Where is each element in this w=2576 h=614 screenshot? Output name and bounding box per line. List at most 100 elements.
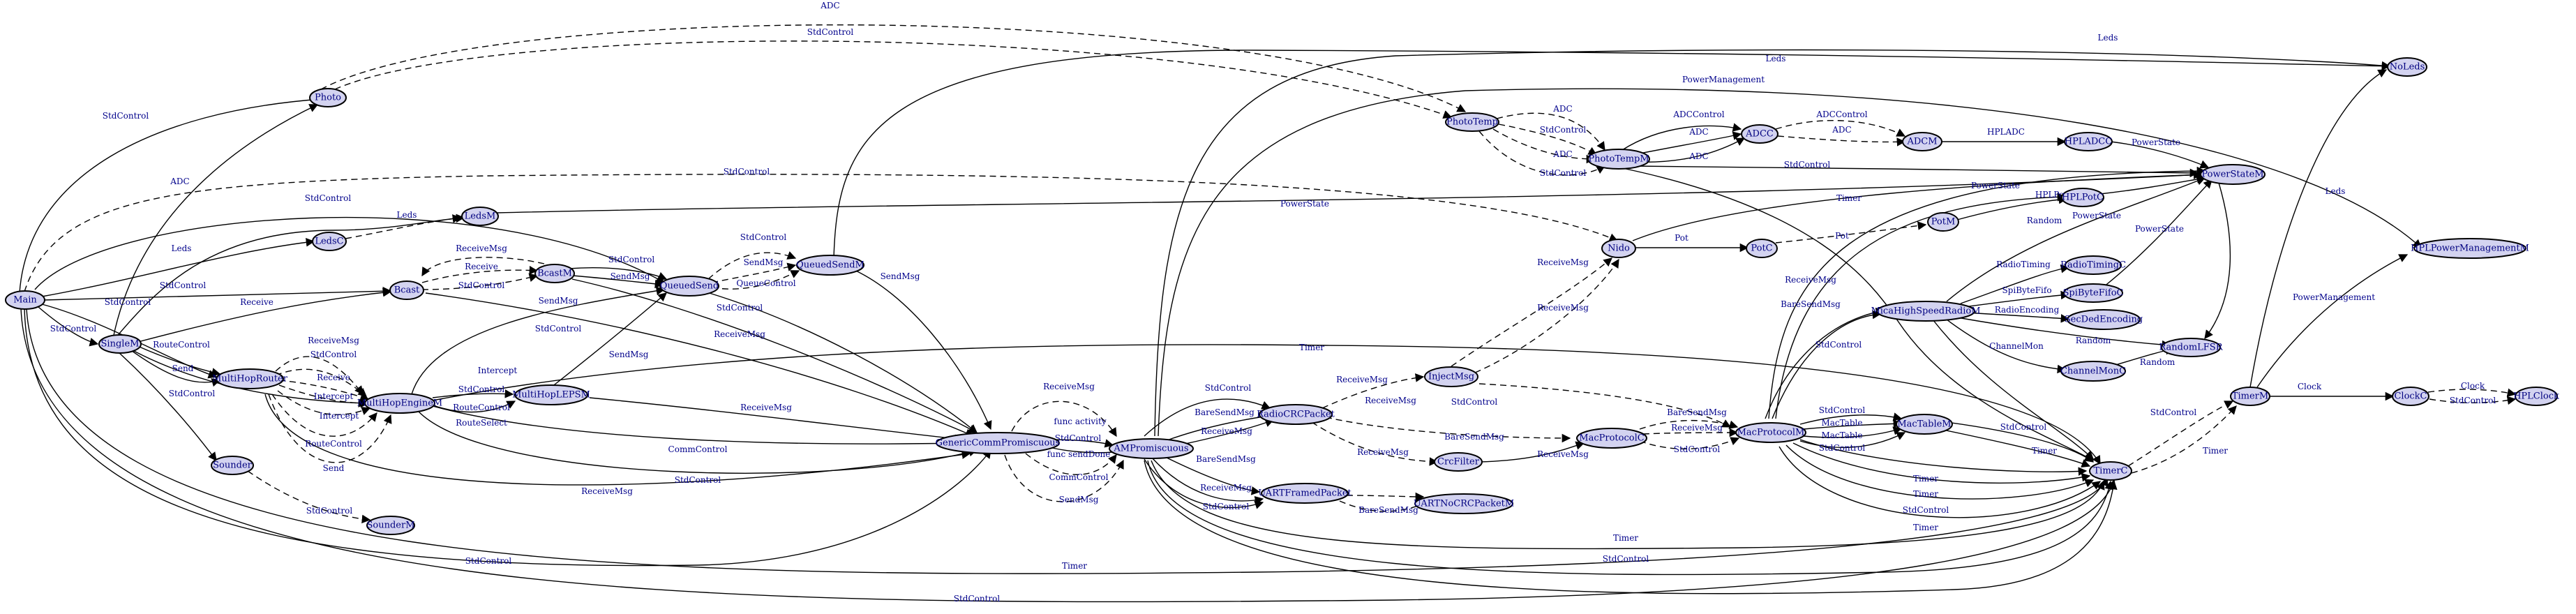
edge-label: Clock xyxy=(2298,382,2322,391)
edge-label: StdControl xyxy=(1203,502,1250,511)
edge-qs-qsm-2 xyxy=(711,262,797,283)
node-hplpotc[interactable]: HPLPotC xyxy=(2061,188,2104,207)
node-crcfilter[interactable]: CrcFilter xyxy=(1434,452,1483,472)
edge-label: SendMsg xyxy=(609,350,649,359)
node-phototemp[interactable]: PhotoTemp xyxy=(1445,112,1499,132)
node-label: ADCM xyxy=(1906,137,1937,147)
edge-mpm-timerc-3 xyxy=(1785,444,2095,500)
node-multihoprouter[interactable]: MultiHopRouter xyxy=(212,368,288,389)
node-bcastm[interactable]: BcastM xyxy=(534,264,575,283)
node-injectmsg[interactable]: InjectMsg xyxy=(1424,366,1478,387)
edge-singlem-photo xyxy=(112,104,319,339)
node-radiotimingc[interactable]: RadioTimingC xyxy=(2060,255,2126,275)
edge-am-powerstate xyxy=(1158,88,2422,437)
edge-label: StdControl xyxy=(1451,397,1498,407)
node-randomlfsr[interactable]: RandomLFSR xyxy=(2159,338,2224,357)
node-nido[interactable]: Nido xyxy=(1601,239,1636,258)
edge-label: BareSendMsg xyxy=(1196,454,1256,464)
node-ledsc[interactable]: LedsC xyxy=(312,232,347,251)
edge-label: StdControl xyxy=(458,384,505,394)
edge-mpm-micahigh-2 xyxy=(1772,310,1882,419)
edge-am-uart-3 xyxy=(1144,458,1264,509)
node-label: SpiByteFifoC xyxy=(2063,288,2124,299)
node-macprotocolc[interactable]: MacProtocolC xyxy=(1576,428,1647,449)
node-phototempm[interactable]: PhotoTempM xyxy=(1587,149,1650,170)
edge-photo-phototemp xyxy=(334,40,1453,119)
edge-engine-queuedsend xyxy=(411,286,666,395)
node-macprotocolm[interactable]: MacProtocolM xyxy=(1735,422,1806,443)
edge-label: func sendDone xyxy=(1047,449,1111,459)
edge-mpm-mactablem-3 xyxy=(1803,426,1903,438)
node-sounder[interactable]: Sounder xyxy=(211,456,254,475)
node-adcm[interactable]: ADCM xyxy=(1902,132,1942,151)
node-uartnocrcpacket[interactable]: UARTNoCRCPacketM xyxy=(1414,493,1514,514)
node-powerstatem[interactable]: PowerStateM xyxy=(2200,164,2266,185)
node-ledsm[interactable]: LedsM xyxy=(461,207,499,226)
node-label: GenericCommPromiscuous xyxy=(936,438,1061,449)
node-queuedsend[interactable]: QueuedSend xyxy=(659,276,719,297)
edge-labels-layer: ADC StdControl StdControl ADC StdControl… xyxy=(50,1,2496,604)
node-label: Nido xyxy=(1608,244,1630,254)
edge-label: Receive xyxy=(317,373,350,382)
edge-label: StdControl xyxy=(1603,554,1649,564)
node-channelmonc[interactable]: ChannelMonC xyxy=(2060,361,2126,382)
node-genericcomm[interactable]: GenericCommPromiscuous xyxy=(936,432,1061,454)
edge-label: StdControl xyxy=(105,297,151,307)
node-micahighspeed[interactable]: MicaHighSpeedRadioM xyxy=(1871,301,1981,322)
edge-label: PowerState xyxy=(2135,224,2184,234)
edge-bcastm-engine xyxy=(421,257,545,277)
edge-main-timerc xyxy=(26,308,2109,574)
edge-mica-randomlfsr xyxy=(1956,317,2171,350)
edge-gc-am-5 xyxy=(1004,454,1124,502)
node-noleds[interactable]: NoLeds xyxy=(2387,57,2427,77)
edge-spibyte-powerstate xyxy=(2099,179,2212,290)
edge-label: Timer xyxy=(1836,193,1862,203)
node-mactablem[interactable]: MacTableM xyxy=(1896,414,1953,435)
node-timerm[interactable]: TimerM xyxy=(2230,387,2270,406)
edge-label: RadioEncoding xyxy=(1995,305,2060,315)
edge-radiocrc-crcfilter xyxy=(1311,421,1439,466)
edge-label: StdControl xyxy=(740,232,787,242)
node-adcc[interactable]: ADCC xyxy=(1741,124,1779,144)
node-bcast[interactable]: Bcast xyxy=(389,280,424,300)
node-label: InjectMsg xyxy=(1428,372,1474,382)
node-potm[interactable]: PotM xyxy=(1927,212,1959,232)
edge-label: PowerState xyxy=(2072,211,2121,220)
edge-label: func activity xyxy=(1054,417,1106,426)
edge-router-engine-intercept xyxy=(278,384,370,408)
edge-label: RouteControl xyxy=(453,403,510,412)
edge-mpm-hplpotc xyxy=(1775,193,2067,419)
edge-label: Leds xyxy=(1766,54,1786,63)
edge-label: StdControl xyxy=(535,324,582,334)
node-singlem[interactable]: SingleM xyxy=(98,334,142,354)
node-photo[interactable]: Photo xyxy=(309,88,347,107)
node-secdedencoding[interactable]: SecDedEncoding xyxy=(2065,309,2143,330)
edge-label: BareSendMsg xyxy=(1358,505,1418,515)
node-uartframedpacket[interactable]: UARTFramedPacket xyxy=(1258,483,1352,504)
edge-mpm-micahigh xyxy=(1765,307,1885,419)
edge-label: StdControl xyxy=(2000,422,2047,432)
node-clockc[interactable]: ClockC xyxy=(2392,387,2429,406)
node-potc[interactable]: PotC xyxy=(1746,239,1778,258)
edge-label: StdControl xyxy=(1674,444,1721,454)
node-queuedsendm[interactable]: QueuedSendM xyxy=(796,255,864,276)
edge-hpladcc-powerstate xyxy=(2110,141,2210,169)
edge-label: PowerState xyxy=(1971,181,2020,190)
node-multihopengine[interactable]: MultiHopEngineM xyxy=(357,393,442,414)
node-ampromiscuous[interactable]: AMPromiscuous xyxy=(1109,438,1194,459)
node-hpladcc[interactable]: HPLADCC xyxy=(2064,132,2113,151)
node-label: SounderM xyxy=(366,521,414,531)
node-multihoplepsm[interactable]: MultiHopLEPSM xyxy=(512,384,590,405)
node-timerc[interactable]: TimerC xyxy=(2089,461,2132,481)
node-spibytefifoc[interactable]: SpiByteFifoC xyxy=(2063,283,2124,303)
edge-injectmsg-nido-2 xyxy=(1465,258,1619,377)
edge-mpm-timerc-4 xyxy=(1779,446,2102,518)
edge-label: ReceiveMsg xyxy=(1537,303,1589,313)
node-sounderm[interactable]: SounderM xyxy=(366,516,415,535)
node-hplpowermgmt[interactable]: HPLPowerManagementM xyxy=(2411,238,2529,259)
node-radiocrcpacket[interactable]: RadioCRCPacket xyxy=(1257,404,1335,425)
node-main[interactable]: Main xyxy=(5,290,45,310)
edge-label: StdControl xyxy=(1903,505,1949,515)
node-label: MicaHighSpeedRadioM xyxy=(1871,306,1980,317)
node-hplclock[interactable]: HPLClock xyxy=(2513,387,2559,406)
